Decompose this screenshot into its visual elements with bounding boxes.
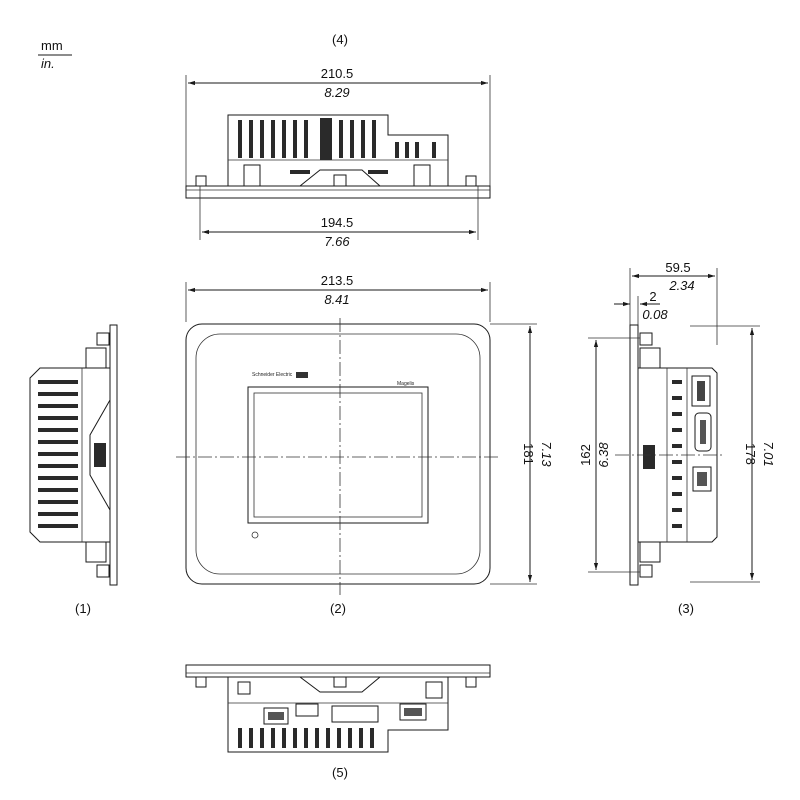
- front-view-label: (2): [330, 601, 346, 616]
- front-bezel: [185, 323, 491, 585]
- left-view-label: (1): [75, 601, 91, 616]
- right-panel-mm: 2: [649, 289, 656, 304]
- top-inner-in: 7.66: [324, 234, 350, 249]
- bottom-view-label: (5): [332, 765, 348, 780]
- units-legend: mm in.: [38, 38, 72, 71]
- bottom-view: (5): [185, 664, 491, 780]
- unit-mm: mm: [41, 38, 63, 53]
- right-inner-h-mm: 162: [578, 444, 593, 466]
- right-depth-mm: 59.5: [665, 260, 690, 275]
- front-height-in: 7.13: [539, 441, 554, 467]
- right-view: 59.5 2.34 2 0.08 162: [578, 260, 776, 616]
- right-inner-h-in: 6.38: [596, 442, 611, 468]
- unit-in: in.: [41, 56, 55, 71]
- right-depth-in: 2.34: [668, 278, 694, 293]
- right-panel-in: 0.08: [642, 307, 668, 322]
- top-overall-in: 8.29: [324, 85, 349, 100]
- top-view: (4) 210.5 8.29: [185, 32, 491, 249]
- front-width-in: 8.41: [324, 292, 349, 307]
- left-view: (1): [29, 324, 118, 616]
- front-height-mm: 181: [521, 443, 536, 465]
- right-outer-h-in: 7.01: [761, 441, 776, 466]
- right-outer-h-mm: 178: [743, 443, 758, 465]
- front-view: 213.5 8.41 Schneider Electric Magelis 18…: [176, 273, 554, 616]
- model-name: Magelis: [397, 381, 415, 387]
- top-view-label: (4): [332, 32, 348, 47]
- right-view-label: (3): [678, 601, 694, 616]
- top-inner-mm: 194.5: [321, 215, 354, 230]
- front-width-mm: 213.5: [321, 273, 354, 288]
- front-screen: [247, 386, 429, 524]
- brand-logo: Schneider Electric: [252, 372, 293, 378]
- top-overall-mm: 210.5: [321, 66, 354, 81]
